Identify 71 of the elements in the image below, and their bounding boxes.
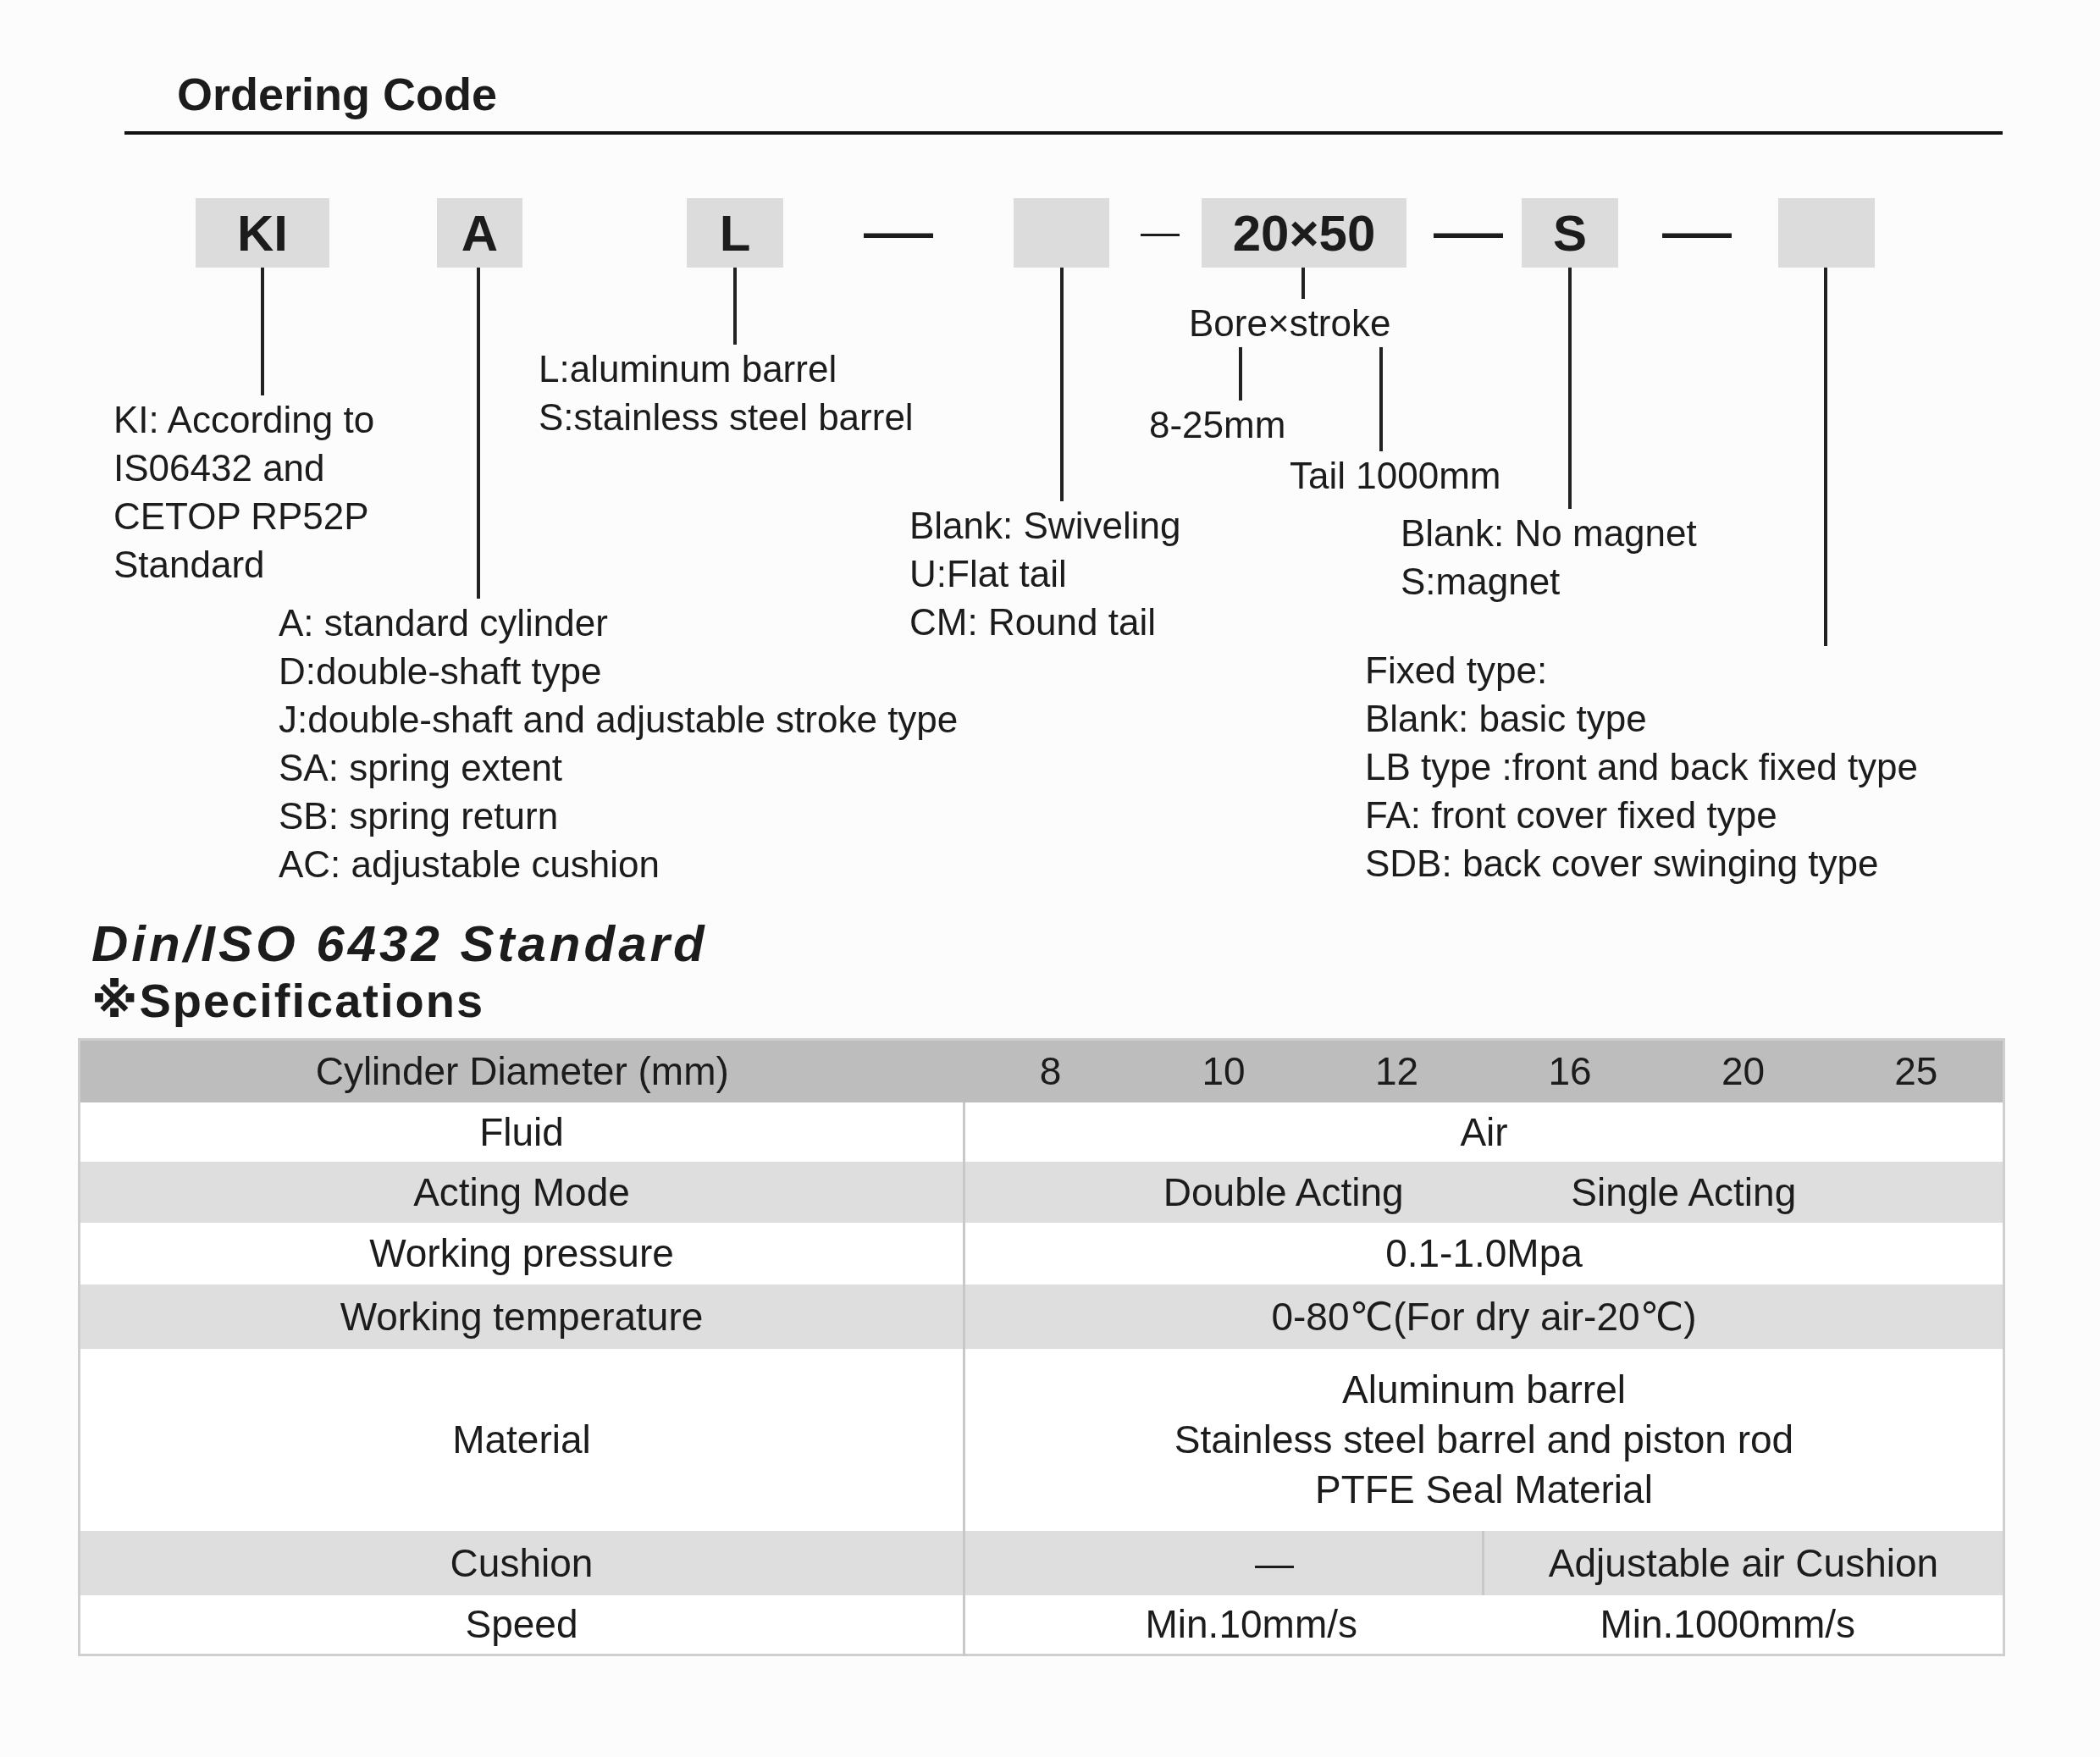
cell-text: Aluminum barrel [1342,1366,1626,1413]
option-text: U:Flat tail [909,552,1067,596]
leader-line [1568,268,1572,509]
option-text: FA: front cover fixed type [1365,793,1777,837]
table-cell: Cushion [79,1530,964,1595]
table-cell: 0-80℃(For dry air-20℃) [964,1284,2004,1349]
table-header-cell: 25 [1829,1039,2004,1102]
section-heading: ※Specifications [91,974,485,1028]
table-cell: Acting Mode [79,1161,964,1223]
table-cell: — [964,1530,1484,1595]
table-cell: Air [964,1102,2004,1162]
code-separator: — [864,219,933,240]
code-box: 20×50 [1202,198,1406,268]
description-text: Tail 1000mm [1290,451,1501,500]
code-box: L [687,198,783,268]
empty-code-box [1778,198,1875,268]
leader-line [1301,268,1305,299]
leader-line [1824,268,1827,646]
option-text: L:aluminum barrel [539,347,837,391]
code-box: S [1522,198,1618,268]
table-cell: Min.1000mm/s [1483,1594,2004,1655]
option-text: S:magnet [1401,560,1561,604]
table-cell: Single Acting [1483,1161,2004,1223]
option-text: A: standard cylinder [279,601,608,645]
code-box: KI [196,198,329,268]
leader-line [1239,347,1242,401]
table-header-cell: 16 [1483,1039,1657,1102]
table-cell: Working temperature [79,1284,964,1349]
table-cell: Working pressure [79,1222,964,1285]
option-text: LB type :front and back fixed type [1365,745,1919,789]
option-text: Blank: basic type [1365,697,1647,741]
leader-line [1379,347,1383,451]
option-text: S:stainless steel barrel [539,395,914,439]
option-text: SA: spring extent [279,746,563,790]
option-text: D:double-shaft type [279,649,602,693]
option-text: SB: spring return [279,794,559,838]
code-separator: — [1662,219,1732,240]
leader-line [477,268,480,599]
description-text: Bore×stroke [1189,299,1391,347]
option-text: Fixed type: [1365,649,1548,693]
cell-text: PTFE Seal Material [1315,1466,1653,1513]
leader-line [1060,268,1064,501]
table-header-cell: 12 [1310,1039,1484,1102]
section-heading: Din/ISO 6432 Standard [91,916,708,972]
leader-line [261,268,264,395]
leader-line [733,268,737,345]
table-cell: Speed [79,1594,964,1655]
table-cell: Double Acting [964,1161,1484,1223]
option-text: Blank: No magnet [1401,511,1697,555]
code-separator: — [1434,219,1503,240]
table-cell: 0.1-1.0Mpa [964,1222,2004,1285]
empty-code-box [1014,198,1109,268]
table-header-cell: 20 [1656,1039,1830,1102]
table-cell: Adjustable air Cushion [1483,1530,2004,1595]
option-text: J:double-shaft and adjustable stroke type [279,698,959,742]
table-header-cell: 10 [1136,1039,1311,1102]
table-header-cell: 8 [964,1039,1137,1102]
table-cell: Material [79,1348,964,1531]
code-box: A [437,198,522,268]
option-text: SDB: back cover swinging type [1365,842,1879,886]
table-cell: Fluid [79,1102,964,1162]
description-text: 8-25mm [1149,401,1286,449]
page-title: Ordering Code [177,68,498,120]
description-text: KI: According to IS06432 and CETOP RP52P Standard [113,395,444,588]
table-cell: Min.10mm/s [964,1594,1484,1655]
option-text: Blank: Swiveling [909,504,1181,548]
option-text: AC: adjustable cushion [279,843,660,887]
code-separator: — [1141,224,1180,238]
table-header-cell: Cylinder Diameter (mm) [79,1039,964,1102]
option-text: CM: Round tail [909,600,1156,644]
cell-text: Stainless steel barrel and piston rod [1174,1416,1794,1463]
